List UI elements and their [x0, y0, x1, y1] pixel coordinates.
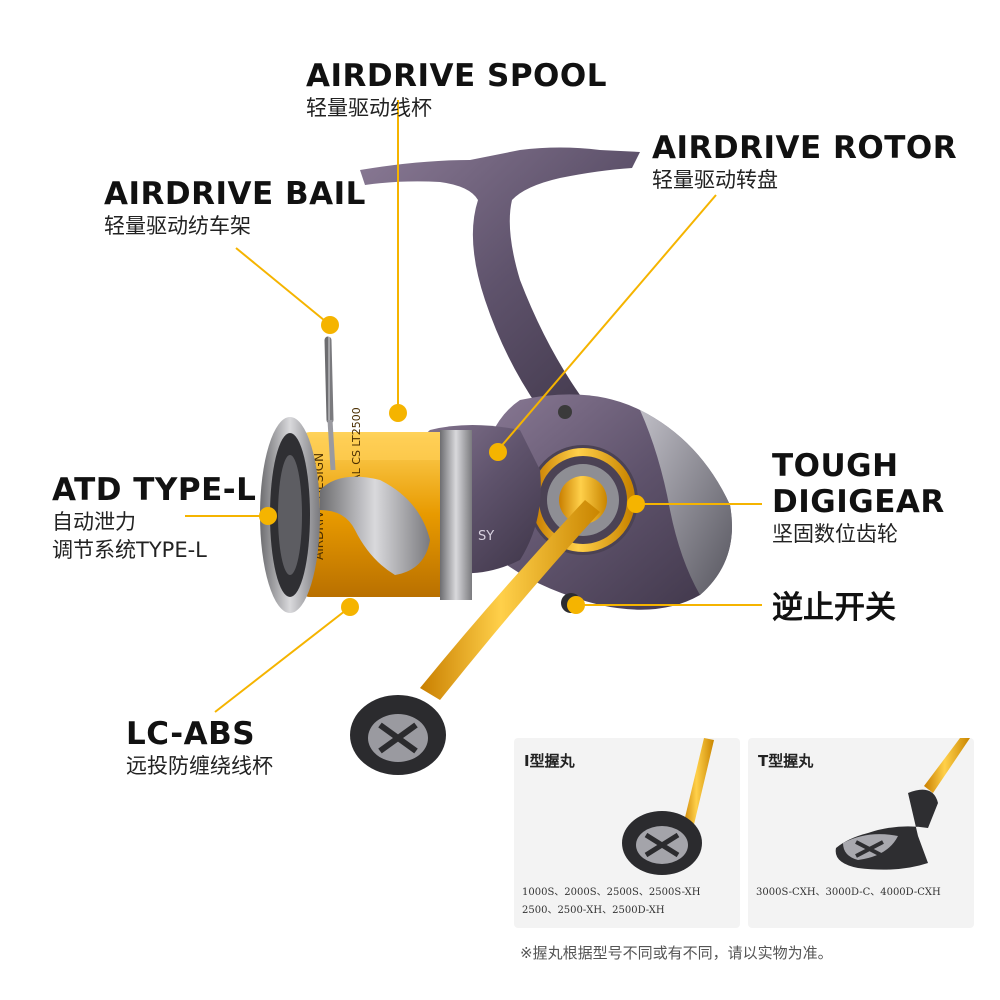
- label-airdrive-rotor: AIRDRIVE ROTOR 轻量驱动转盘: [652, 130, 957, 194]
- lc-abs-title: LC-ABS: [126, 716, 256, 752]
- airdrive-bail-subtitle: 轻量驱动纺车架: [104, 214, 251, 238]
- knob-card-t-models-1: 3000S-CXH、3000D-C、4000D-CXH: [756, 887, 941, 898]
- airdrive-rotor-title: AIRDRIVE ROTOR: [652, 130, 958, 166]
- label-airdrive-bail: AIRDRIVE BAIL 轻量驱动纺车架: [104, 176, 366, 240]
- i-knob-image: [622, 738, 714, 875]
- knob-card-t: T型握丸 3000S-CXH、3000D-C、4000D-CXH: [748, 738, 974, 928]
- dot-spool: [389, 404, 407, 422]
- bail-arm: [320, 476, 430, 575]
- digigear-ring: [528, 445, 638, 555]
- tough-digigear-line1: TOUGH: [772, 448, 899, 484]
- atd-type-l-line1: 自动泄力: [52, 510, 136, 534]
- handle-arm: [350, 500, 600, 775]
- label-lc-abs: LC-ABS 远投防缠绕线杯: [126, 716, 273, 780]
- airdrive-rotor-subtitle: 轻量驱动转盘: [652, 168, 778, 192]
- leader-rotor: [497, 194, 717, 451]
- t-knob-image: [835, 738, 970, 870]
- dot-rotor: [489, 443, 507, 461]
- bail-wire: [324, 336, 336, 471]
- dot-lc-abs: [341, 598, 359, 616]
- rod-foot-stem: [360, 147, 640, 410]
- airdrive-bail-title: AIRDRIVE BAIL: [104, 176, 366, 212]
- leader-bail: [235, 247, 331, 326]
- lc-abs-subtitle: 远投防缠绕线杯: [126, 754, 273, 778]
- leader-lc-abs: [214, 606, 351, 713]
- leader-lines: [185, 100, 762, 713]
- label-anti-reverse: 逆止开关: [772, 590, 896, 626]
- knob-card-i-models-2: 2500、2500-XH、2500D-XH: [522, 905, 665, 916]
- label-tough-digigear: TOUGH DIGIGEAR 坚固数位齿轮: [772, 448, 945, 548]
- atd-type-l-title: ATD TYPE-L: [52, 472, 257, 508]
- knob-card-i: I型握丸 1000S、2000S、2500S、2500S-XH 2500、250…: [514, 738, 740, 928]
- atd-type-l-line2: 调节系统TYPE-L: [52, 538, 207, 562]
- spool-front: [260, 417, 320, 613]
- tough-digigear-line2: DIGIGEAR: [772, 484, 945, 520]
- label-atd-type-l: ATD TYPE-L 自动泄力 调节系统TYPE-L: [52, 472, 256, 564]
- label-airdrive-spool: AIRDRIVE SPOOL 轻量驱动线杯: [306, 58, 607, 122]
- callout-dots: [259, 316, 645, 616]
- dot-digigear: [627, 495, 645, 513]
- dot-bail: [321, 316, 339, 334]
- footnote: ※握丸根据型号不同或有不同，请以实物为准。: [520, 944, 833, 962]
- knob-card-t-title: T型握丸: [758, 752, 814, 770]
- airdrive-spool-title: AIRDRIVE SPOOL: [306, 58, 608, 94]
- knob-card-i-title: I型握丸: [524, 752, 575, 770]
- dot-anti-reverse: [567, 596, 585, 614]
- dot-atd: [259, 507, 277, 525]
- airdrive-spool-subtitle: 轻量驱动线杯: [306, 96, 432, 120]
- anti-reverse-title: 逆止开关: [772, 590, 896, 626]
- knob-card-i-models-1: 1000S、2000S、2500S、2500S-XH: [522, 887, 701, 898]
- body-mark: SY: [478, 529, 494, 544]
- tough-digigear-subtitle: 坚固数位齿轮: [772, 522, 898, 546]
